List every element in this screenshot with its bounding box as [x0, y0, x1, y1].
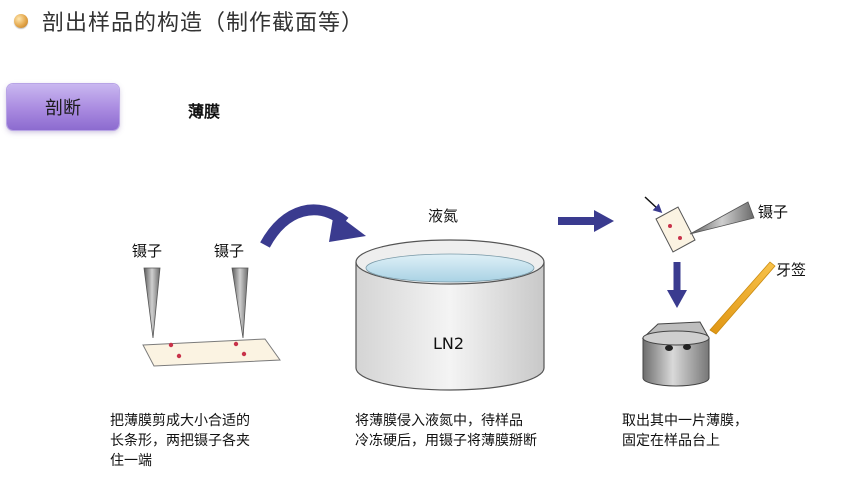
toothpick-icon	[709, 261, 776, 335]
page-title: 剖出样品的构造（制作截面等）	[42, 11, 365, 36]
toothpick-label: 牙签	[776, 261, 807, 279]
caption-line: 将薄膜侵入液氮中，待样品	[355, 413, 523, 429]
down-arrow-head-icon	[667, 290, 687, 308]
sample-dot	[668, 224, 672, 228]
section-header: 剖出样品的构造（制作截面等）	[14, 4, 364, 38]
caption-line: 长条形，两把镊子各夹	[110, 433, 250, 449]
film-label: 薄膜	[188, 102, 221, 121]
right-arrow-head-icon	[594, 210, 614, 232]
caption-line: 住一端	[110, 453, 152, 469]
caption-line: 把薄膜剪成大小合适的	[110, 413, 250, 429]
film-piece	[655, 206, 696, 253]
curved-arrow-head-icon	[329, 212, 366, 242]
step3-caption: 取出其中一片薄膜， 固定在样品台上	[622, 411, 748, 451]
dewar-icon	[355, 239, 545, 391]
step1-illustration	[142, 267, 281, 367]
tweezers-left-label: 镊子	[132, 242, 163, 260]
step2-caption: 将薄膜侵入液氮中，待样品 冷冻硬后，用镊子将薄膜掰断	[355, 411, 537, 451]
tweezers-step3-label: 镊子	[758, 203, 789, 221]
sample-dot	[241, 351, 247, 357]
pointer-arrow-icon	[644, 196, 663, 214]
cleave-method-button[interactable]: 剖断	[7, 84, 119, 130]
film-strip	[142, 338, 281, 367]
caption-line: 冷冻硬后，用镊子将薄膜掰断	[355, 433, 537, 449]
tweezers-right-label: 镊子	[214, 242, 245, 260]
caption-line: 取出其中一片薄膜，	[622, 413, 748, 429]
liquid-nitrogen-label: 液氮	[428, 207, 459, 225]
tweezers-left-icon	[143, 267, 161, 339]
dewar-label: LN2	[433, 334, 465, 353]
step3-illustration	[641, 196, 776, 387]
tweezers-step3-icon	[689, 201, 755, 235]
liquid-nitrogen-surface	[365, 253, 535, 283]
sample-dot	[176, 353, 182, 359]
tweezers-right-icon	[231, 267, 249, 339]
bullet-icon	[14, 14, 28, 28]
sample-stub-icon	[641, 321, 710, 387]
step1-caption: 把薄膜剪成大小合适的 长条形，两把镊子各夹 住一端	[110, 411, 250, 471]
sample-dot	[233, 341, 239, 347]
sample-dot	[678, 236, 682, 240]
caption-line: 固定在样品台上	[622, 433, 720, 449]
sample-dot	[168, 342, 174, 348]
